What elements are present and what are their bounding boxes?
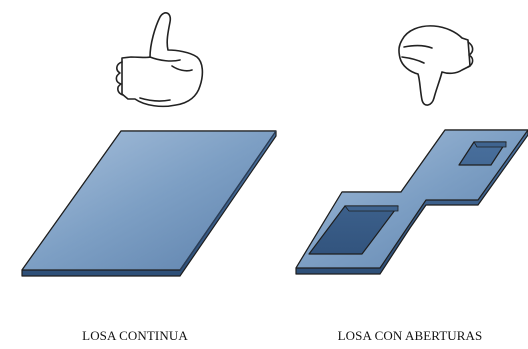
caption-slab-with-openings: LOSA CON ABERTURAS <box>337 328 483 343</box>
slab-with-openings <box>295 129 528 275</box>
caption-continuous-slab: LOSA CONTINUA <box>82 328 188 343</box>
thumbs-up-icon <box>115 12 204 108</box>
thumbs-down-icon <box>398 25 474 106</box>
continuous-slab <box>21 130 277 277</box>
